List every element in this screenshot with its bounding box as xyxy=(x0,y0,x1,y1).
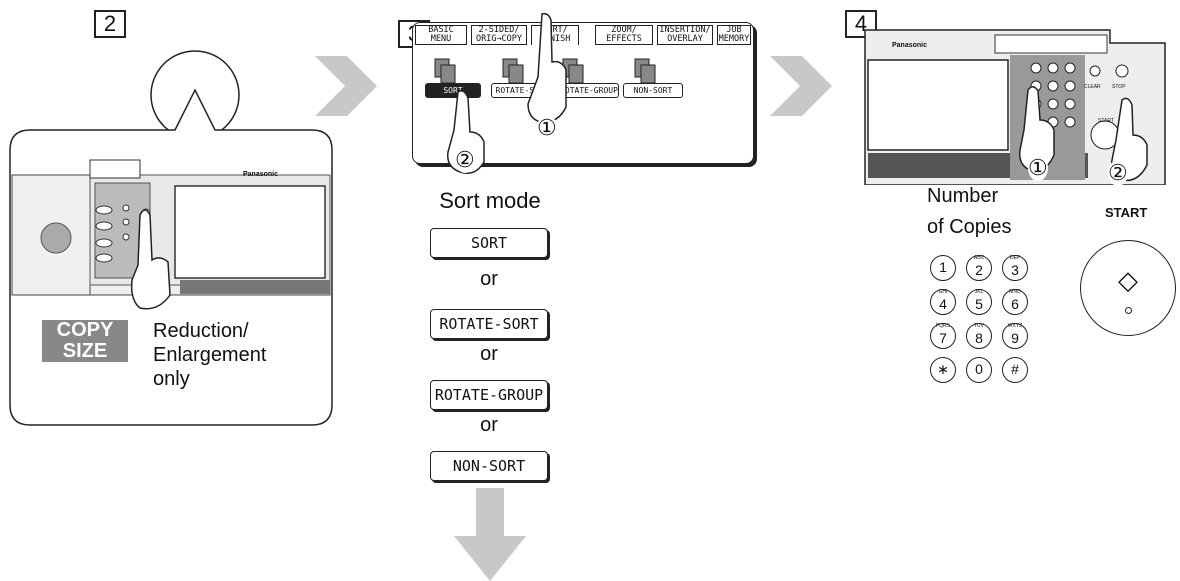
start-icon: ◇ xyxy=(1118,265,1138,295)
keypad-key-letters: GHI xyxy=(938,289,948,295)
reduction-note: Reduction/ Enlargement only xyxy=(153,320,267,390)
keypad-key-letters: PQRS xyxy=(935,323,951,329)
keypad-key-digit: 2 xyxy=(975,262,983,278)
clear-label: CLEAR xyxy=(1084,84,1101,90)
keypad-key-digit: 5 xyxy=(975,296,983,312)
stop-label: STOP xyxy=(1112,84,1126,90)
screen-non-sort-button[interactable]: NON-SORT xyxy=(623,83,683,98)
keypad-key-letters: MNO xyxy=(1009,289,1021,295)
touch-screen: BASIC MENU 2-SIDED/ ORIG→COPY SORT/ FINI… xyxy=(412,22,754,164)
option-rotate-group: ROTATE-GROUP xyxy=(430,380,548,410)
sort-mode-icons xyxy=(434,58,656,84)
keypad-key-letters: TUV xyxy=(974,323,984,329)
keypad-key-letters: WXYZ xyxy=(1007,323,1023,329)
panel-brand: Panasonic xyxy=(243,171,279,178)
or-label-3: or xyxy=(480,414,498,436)
keypad-key[interactable]: # xyxy=(1002,357,1028,383)
callout-2-step4: ② xyxy=(1108,160,1128,186)
tab-2-sided[interactable]: 2-SIDED/ ORIG→COPY xyxy=(471,25,527,45)
pointing-hands-icon xyxy=(447,12,567,174)
option-rotate-sort: ROTATE-SORT xyxy=(430,309,548,339)
keypad-key-digit: ∗ xyxy=(937,361,949,377)
keypad-key-letters: JKL xyxy=(974,289,984,295)
panel-brand-4: Panasonic xyxy=(892,42,928,49)
keypad-key-digit: 1 xyxy=(939,259,947,275)
arrow-right-icon xyxy=(770,56,832,116)
option-non-sort: NON-SORT xyxy=(430,451,548,481)
start-indicator xyxy=(1125,307,1132,314)
keypad-key-digit: 0 xyxy=(975,361,983,377)
keypad-key-digit: 7 xyxy=(939,330,947,346)
keypad-key-digit: 4 xyxy=(939,296,947,312)
copy-size-badge-line2: SIZE xyxy=(62,340,108,362)
control-panel-illustration xyxy=(864,29,1166,185)
keypad-key-letters: ABC xyxy=(973,255,985,261)
keypad-key-digit: 9 xyxy=(1011,330,1019,346)
tab-insertion-overlay[interactable]: INSERTION/ OVERLAY xyxy=(657,25,713,45)
sort-mode-caption: Sort mode xyxy=(439,188,541,213)
keypad-key[interactable]: ∗ xyxy=(930,357,956,383)
callout-2: ② xyxy=(455,147,475,173)
step-2-number: 2 xyxy=(94,10,126,38)
panel-start-label: START xyxy=(1098,118,1114,124)
copies-label-line2: of Copies xyxy=(927,216,1012,238)
arrow-down-icon xyxy=(454,488,526,581)
or-label-1: or xyxy=(480,268,498,290)
callout-1-step4: ① xyxy=(1028,155,1048,181)
start-button[interactable]: ◇ xyxy=(1080,240,1176,336)
keypad-key-digit: 3 xyxy=(1011,262,1019,278)
keypad-key[interactable]: 1 xyxy=(930,255,956,281)
tab-zoom-effects[interactable]: ZOOM/ EFFECTS xyxy=(595,25,653,45)
copies-label-line1: Number xyxy=(927,185,999,207)
start-label: START xyxy=(1105,205,1148,220)
arrow-right-icon xyxy=(315,56,377,116)
tab-basic-menu[interactable]: BASIC MENU xyxy=(415,25,467,45)
keypad-key-letters: DEF xyxy=(1010,255,1020,261)
or-label-2: or xyxy=(480,343,498,365)
keypad-key-digit: 8 xyxy=(975,330,983,346)
option-sort: SORT xyxy=(430,228,548,258)
copy-size-badge: COPY SIZE xyxy=(42,320,128,362)
copy-size-badge-line1: COPY xyxy=(56,319,114,341)
keypad-key-digit: # xyxy=(1011,361,1019,377)
keypad-key-digit: 6 xyxy=(1011,296,1019,312)
tab-job-memory[interactable]: JOB MEMORY xyxy=(717,25,751,45)
screen-rotate-group-button[interactable]: ROTATE-GROUP xyxy=(559,83,619,98)
callout-1: ① xyxy=(537,115,557,141)
keypad-key[interactable]: 0 xyxy=(966,357,992,383)
